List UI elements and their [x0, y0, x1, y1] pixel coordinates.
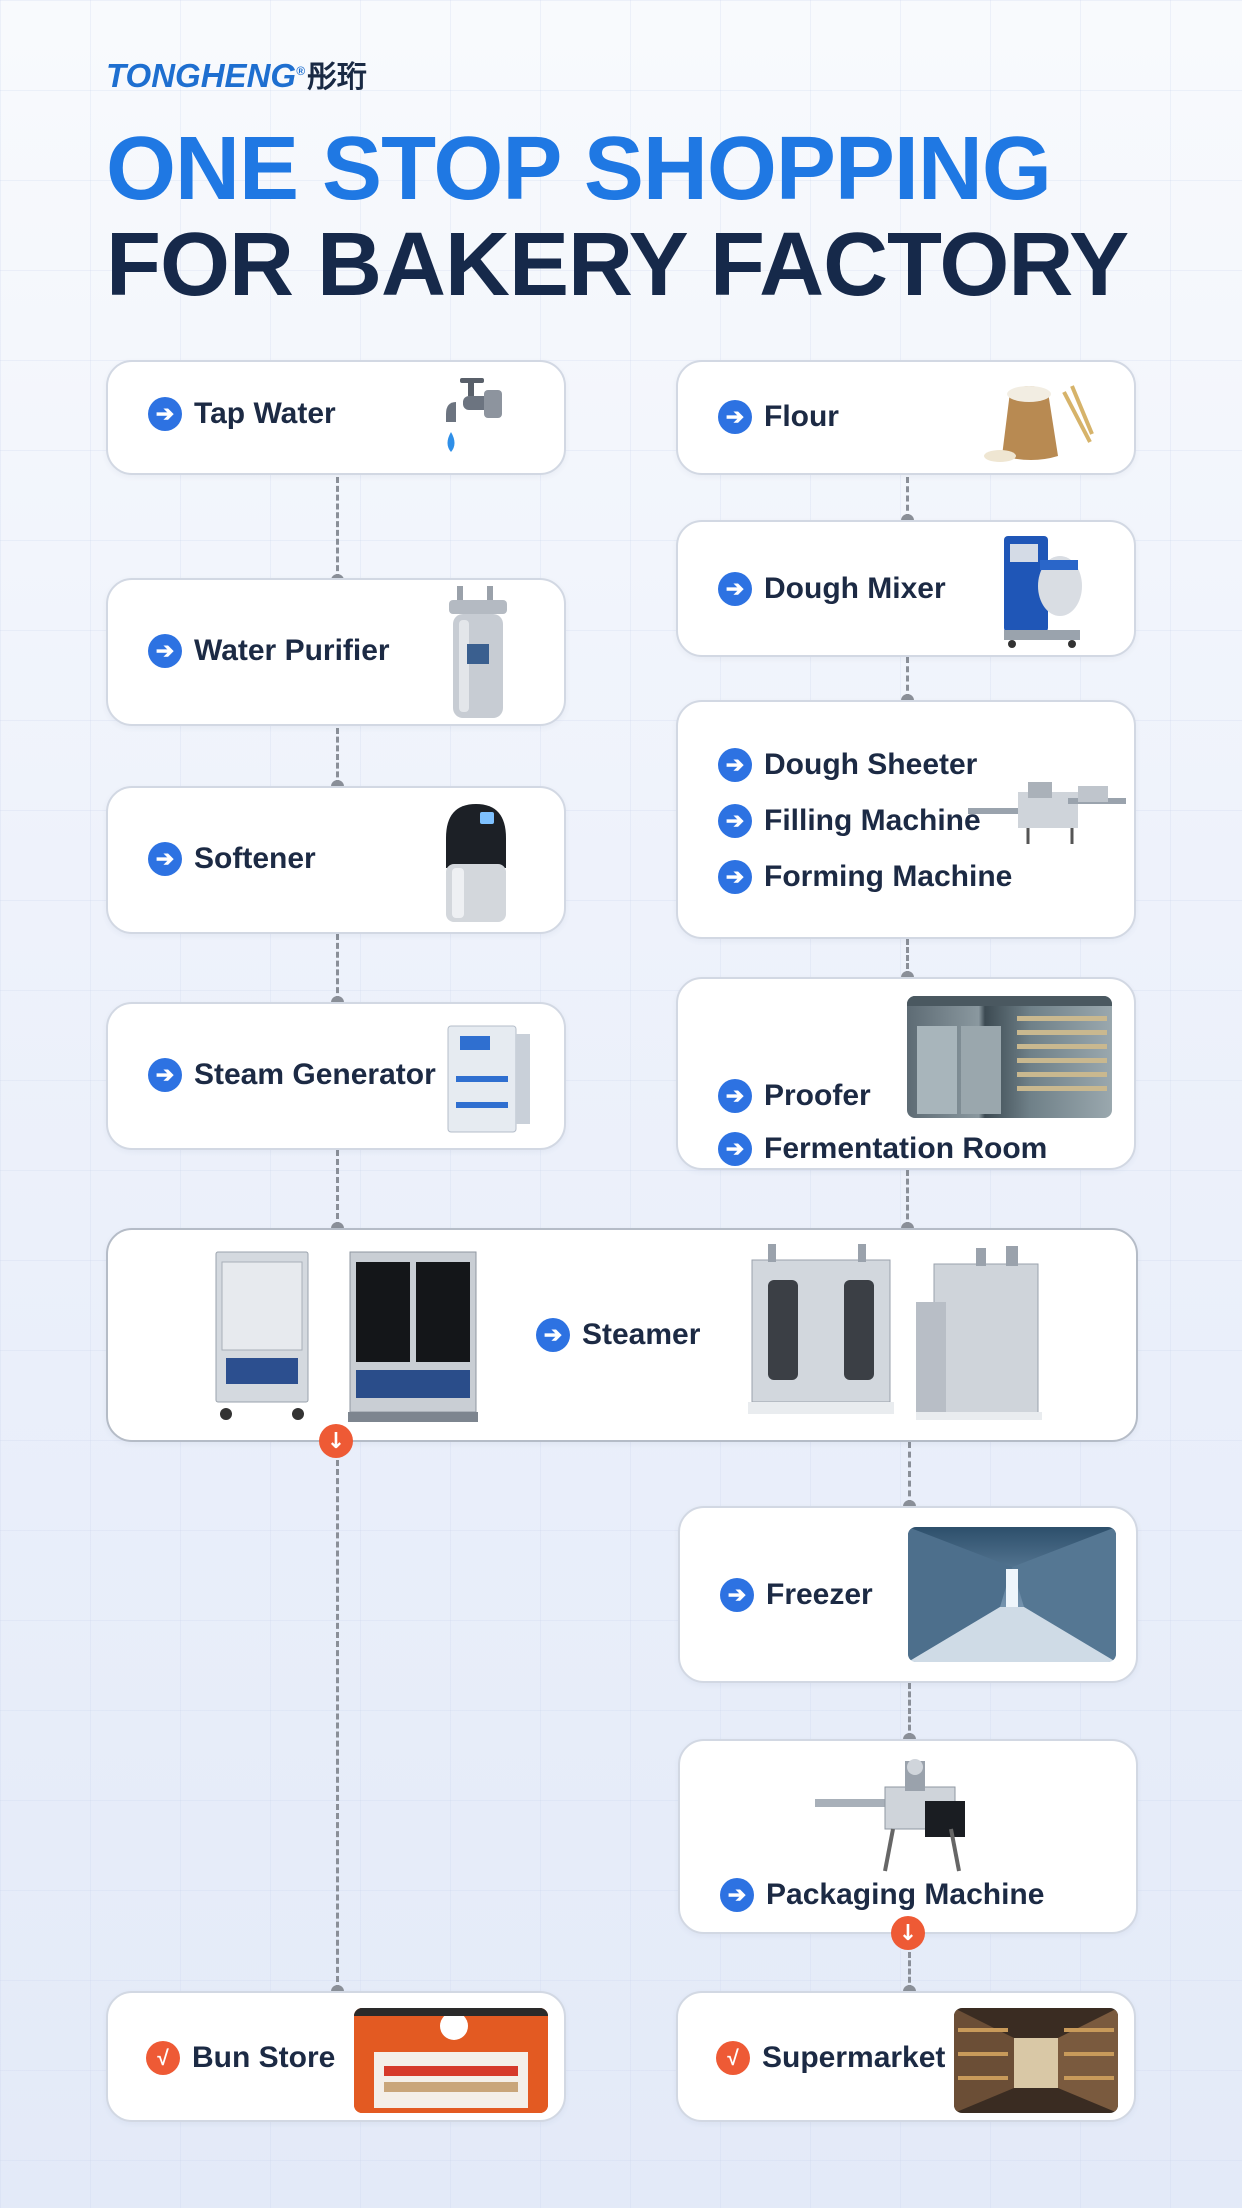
card-dough-mixer[interactable]: ➔ Dough Mixer — [676, 520, 1136, 657]
steamer-room-icon — [916, 1246, 1042, 1420]
arrow-icon: ➔ — [148, 397, 182, 431]
brand-name: TONGHENG — [106, 57, 297, 94]
node-label: Supermarket — [762, 2041, 946, 2074]
connector-left-2 — [336, 728, 339, 786]
connector-right-6 — [908, 1683, 911, 1739]
connector-left-3 — [336, 934, 339, 1002]
water-purifier-icon — [449, 586, 507, 718]
arrow-icon: ➔ — [536, 1318, 570, 1352]
connector-right-7 — [908, 1952, 911, 1991]
arrow-icon: ➔ — [718, 804, 752, 838]
node-label: Filling Machine — [764, 804, 981, 837]
page-title-line1: ONE STOP SHOPPING — [106, 119, 1052, 219]
steamer-tunnel-icon — [748, 1244, 894, 1414]
node-label: Softener — [194, 842, 316, 875]
arrow-icon: ➔ — [718, 400, 752, 434]
connector-left-5 — [336, 1460, 339, 1991]
node-label: Dough Mixer — [764, 572, 946, 605]
freezer-warehouse-photo — [908, 1527, 1116, 1662]
arrow-icon: ➔ — [718, 748, 752, 782]
down-arrow-icon: ↓ — [891, 1916, 925, 1950]
arrow-icon: ➔ — [718, 1079, 752, 1113]
node-label: Fermentation Room — [764, 1132, 1048, 1165]
node-label: Steam Generator — [194, 1058, 436, 1091]
arrow-icon: ➔ — [720, 1878, 754, 1912]
packaging-machine-icon — [815, 1759, 965, 1872]
card-tap-water[interactable]: ➔ Tap Water — [106, 360, 566, 475]
faucet-icon — [446, 378, 502, 452]
arrow-icon: ➔ — [148, 842, 182, 876]
steam-generator-icon — [447, 1025, 530, 1133]
node-label: Packaging Machine — [766, 1878, 1045, 1911]
proofer-room-photo — [907, 996, 1112, 1118]
down-arrow-icon: ↓ — [319, 1424, 353, 1458]
card-proofer[interactable]: ➔ Proofer ➔ Fermentation Room — [676, 977, 1136, 1170]
forming-machine-icon — [968, 782, 1126, 844]
connector-right-1 — [906, 477, 909, 520]
connector-right-4 — [906, 1170, 909, 1228]
softener-icon — [446, 804, 506, 922]
connector-left-1 — [336, 477, 339, 580]
arrow-icon: ➔ — [148, 1058, 182, 1092]
dough-mixer-icon — [1004, 536, 1082, 648]
node-label: Water Purifier — [194, 634, 390, 667]
arrow-icon: ➔ — [718, 860, 752, 894]
arrow-icon: ➔ — [720, 1578, 754, 1612]
check-icon: √ — [716, 2041, 750, 2075]
card-softener[interactable]: ➔ Softener — [106, 786, 566, 934]
node-label: Bun Store — [192, 2041, 336, 2074]
node-label: Proofer — [764, 1079, 871, 1112]
card-bun-store[interactable]: √ Bun Store — [106, 1991, 566, 2122]
card-freezer[interactable]: ➔ Freezer — [678, 1506, 1138, 1683]
arrow-icon: ➔ — [148, 634, 182, 668]
steamer-double-icon — [348, 1251, 478, 1422]
brand-cn: 彤珩 — [306, 61, 367, 94]
arrow-icon: ➔ — [718, 572, 752, 606]
connector-right-3 — [906, 939, 909, 977]
card-supermarket[interactable]: √ Supermarket — [676, 1991, 1136, 2122]
arrow-icon: ➔ — [718, 1132, 752, 1166]
card-steam-generator[interactable]: ➔ Steam Generator — [106, 1002, 566, 1150]
page-title-line2: FOR BAKERY FACTORY — [106, 215, 1129, 315]
node-label: Tap Water — [194, 397, 336, 430]
node-label: Flour — [764, 400, 839, 433]
card-water-purifier[interactable]: ➔ Water Purifier — [106, 578, 566, 726]
supermarket-photo — [954, 2008, 1118, 2113]
node-label: Forming Machine — [764, 860, 1013, 893]
card-forming[interactable]: ➔ Dough Sheeter ➔ Filling Machine ➔ Form… — [676, 700, 1136, 939]
connector-left-4 — [336, 1150, 339, 1228]
bun-store-photo — [354, 2008, 548, 2113]
card-steamer[interactable]: ➔ Steamer — [106, 1228, 1138, 1442]
card-packaging[interactable]: ➔ Packaging Machine — [678, 1739, 1138, 1934]
brand-logo: TONGHENG®彤珩 — [106, 57, 367, 94]
node-label: Steamer — [582, 1318, 701, 1351]
node-label: Freezer — [766, 1578, 873, 1611]
card-flour[interactable]: ➔ Flour — [676, 360, 1136, 475]
steamer-cabinet-icon — [215, 1251, 309, 1420]
connector-right-2 — [906, 657, 909, 700]
check-icon: √ — [146, 2041, 180, 2075]
node-label: Dough Sheeter — [764, 748, 978, 781]
connector-right-5 — [908, 1442, 911, 1506]
flour-sack-icon — [984, 385, 1094, 462]
